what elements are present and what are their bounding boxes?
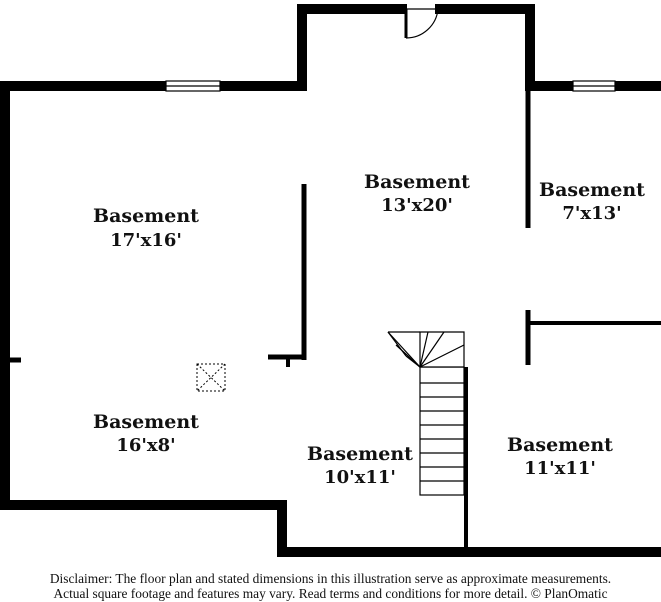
room-label-center-lower-name: Basement bbox=[307, 443, 413, 465]
disclaimer-line-1: Disclaimer: The floor plan and stated di… bbox=[49, 571, 612, 586]
staircase bbox=[387, 331, 465, 496]
room-label-left-lower-name: Basement bbox=[93, 411, 199, 433]
exterior-wall-center-top bbox=[435, 4, 578, 91]
stair-winder bbox=[419, 331, 465, 368]
entry-door bbox=[402, 8, 440, 39]
stair-run bbox=[419, 366, 465, 496]
floor-drain bbox=[196, 363, 226, 392]
room-label-right-upper-name: Basement bbox=[539, 179, 645, 201]
room-label-center-dims: 13'x20' bbox=[381, 195, 453, 216]
room-label-left-lower-dims: 16'x8' bbox=[116, 435, 175, 456]
room-label-center-name: Basement bbox=[364, 171, 470, 193]
exterior-wall-left-top bbox=[215, 4, 407, 91]
room-label-right-lower-name: Basement bbox=[507, 434, 613, 456]
room-label-center-lower-dims: 10'x11' bbox=[324, 467, 396, 488]
room-label-right-lower-dims: 11'x11' bbox=[524, 458, 596, 479]
room-label-left-upper-dims: 17'x16' bbox=[110, 230, 182, 251]
interior-walls bbox=[8, 86, 661, 549]
room-label-right-upper-dims: 7'x13' bbox=[562, 203, 621, 224]
disclaimer-line-2: Actual square footage and features may v… bbox=[53, 586, 608, 601]
windows bbox=[165, 80, 616, 92]
window-left bbox=[165, 80, 221, 92]
exterior-wall-outline bbox=[0, 81, 661, 557]
room-label-left-upper-name: Basement bbox=[93, 205, 199, 227]
window-right bbox=[572, 80, 616, 92]
room-labels: Basement 17'x16' Basement 13'x20' Baseme… bbox=[93, 171, 645, 488]
exterior-walls bbox=[0, 4, 661, 557]
